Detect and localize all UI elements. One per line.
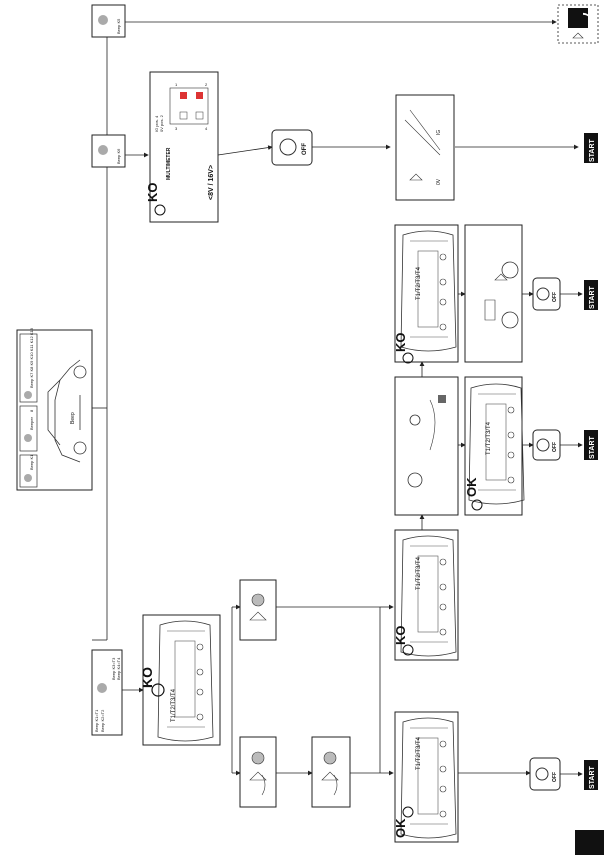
page-number: 7: [580, 11, 595, 18]
beeper-icon: [24, 434, 32, 442]
page-marker: 7: [557, 4, 599, 44]
beep-removal-num: 8: [29, 409, 34, 412]
clock-icon: [402, 806, 414, 818]
ig-label: IG: [436, 130, 442, 135]
car-sketch: [47, 359, 87, 463]
car-beep-label: Beep: [70, 412, 76, 424]
beep-cell-k7: Beep K7 K8 K9 K10 K11 K12 K13: [19, 327, 38, 403]
ignition-sketch: IG 0V: [395, 94, 455, 201]
ok-status-2: OK: [464, 477, 479, 497]
key-icon: [536, 287, 550, 301]
sensor-label: T1/T2/T3/T4: [171, 688, 177, 722]
warning-icon: [249, 611, 267, 621]
sensor-sketch-2: [311, 736, 351, 808]
pin-num-4: 4: [205, 126, 208, 131]
clock-icon: [154, 204, 166, 216]
corner-tab: [575, 830, 604, 855]
cable-sketch: [464, 224, 523, 363]
start-text-1: START: [589, 765, 596, 789]
ko-status-3: KO: [393, 333, 408, 353]
off-label-2: OFF: [552, 442, 558, 452]
ok-status-1: OK: [393, 818, 408, 838]
sensor-label-3: T1/T2/T3/T4: [416, 556, 422, 590]
ignition-off-icon-4: OFF: [529, 757, 561, 791]
start-label-4: START: [584, 133, 598, 163]
pin-num-1: 1: [175, 82, 178, 87]
start-label-3: START: [584, 280, 598, 310]
start-label-2: START: [584, 430, 598, 460]
warning-icon: [321, 771, 339, 781]
beeper-icon: [24, 474, 32, 482]
ignition-off-icon-3: OFF: [532, 277, 561, 311]
warning-icon: [572, 32, 584, 39]
off-label-1: OFF: [302, 143, 308, 155]
start-text-2: START: [589, 435, 596, 459]
sensor-sketch-3: [239, 579, 277, 641]
beep-k6-box: Beep K6: [91, 134, 126, 168]
ko-test-box-3: KO T1/T2/T3/T4: [393, 224, 459, 364]
key-icon: [535, 767, 549, 781]
warning-icon: [249, 771, 267, 781]
vehicle-beep-box: Beep K1 Beeper 8 Beep K7 K8 K9 K10 K11 K…: [16, 327, 93, 491]
beep-k7-label: Beep K7 K8 K9 K10 K11 K12 K13: [29, 327, 34, 388]
ignition-off-icon-1: OFF: [271, 129, 313, 166]
beep-t-box: Beep K1=T1 Beep K2=T2 Beep K3=T3 Beep K4…: [91, 649, 123, 736]
beep-k1-label: Beep K1: [29, 454, 34, 470]
clock-icon: [402, 644, 414, 656]
multimeter-pin-a: IG pos. 4: [154, 115, 159, 132]
connector-lines: [92, 19, 583, 777]
warning-icon: [409, 173, 423, 181]
beep-cell-k1: Beep K1: [19, 454, 38, 488]
beep-k6-label: Beep K6: [116, 148, 121, 164]
key-icon: [279, 138, 297, 156]
sensor-label-2: T1/T2/T3/T4: [416, 736, 422, 770]
ko-status: KO: [139, 667, 155, 688]
multimeter-voltage: <8V / 16V>: [208, 165, 215, 200]
beeper-icon: [98, 145, 108, 155]
start-text-4: START: [589, 138, 596, 162]
start-label-1: START: [584, 760, 598, 790]
beep-t-line-2: Beep K2=T2: [100, 709, 105, 732]
ignition-off-icon-2: OFF: [532, 429, 561, 461]
zero-volt-label: 0V: [436, 178, 442, 185]
ok-test-box-2: OK T1/T2/T3/T4: [464, 376, 525, 516]
sensor-label-4: T1/T2/T3/T4: [416, 266, 422, 300]
start-text-3: START: [589, 285, 596, 309]
sensor-label-5: T1/T2/T3/T4: [486, 421, 492, 455]
ko-test-box-2: KO T1/T2/T3/T4: [393, 529, 459, 661]
warning-icon: [494, 273, 508, 281]
clock-icon: [471, 499, 483, 511]
pin-num-3: 3: [175, 126, 178, 131]
beep-k5-label: Beep K5: [116, 18, 121, 34]
ok-test-box-1: OK T1/T2/T3/T4: [393, 711, 459, 843]
multimeter-pin-b: 0V pos. 2: [159, 114, 164, 132]
multimeter-box: KO MULTIMETER <8V / 16V> IG pos. 4 0V po…: [145, 71, 219, 223]
clock-icon: [402, 352, 414, 364]
clock-icon: [151, 683, 165, 697]
beep-t-line-1: Beep K1=T1: [94, 709, 99, 732]
ko-status-2: KO: [393, 626, 408, 646]
beeper-icon: [24, 391, 32, 399]
connector-sketch: [394, 376, 459, 516]
beep-cell-removal: Beeper 8: [19, 405, 38, 452]
sensor-sketch-1: [239, 736, 277, 808]
beep-t-line-3: Beep K3=T3: [111, 657, 116, 680]
multimeter-title: MULTIMETER: [166, 147, 172, 180]
off-label-4: OFF: [552, 772, 558, 782]
ko-status-multimeter: KO: [145, 183, 160, 203]
beep-k5-box: Beep K5: [91, 4, 126, 38]
beeper-icon: [98, 15, 108, 25]
beeper-icon: [97, 683, 107, 693]
pin-num-2: 2: [205, 82, 208, 87]
off-label-3: OFF: [552, 292, 558, 302]
beep-removal-label: Beeper: [29, 416, 34, 430]
beep-t-line-4: Beep K4=T4: [116, 657, 121, 680]
ko-test-box-main: KO T1/T2/T3/T4: [139, 614, 221, 746]
key-icon: [536, 438, 550, 452]
